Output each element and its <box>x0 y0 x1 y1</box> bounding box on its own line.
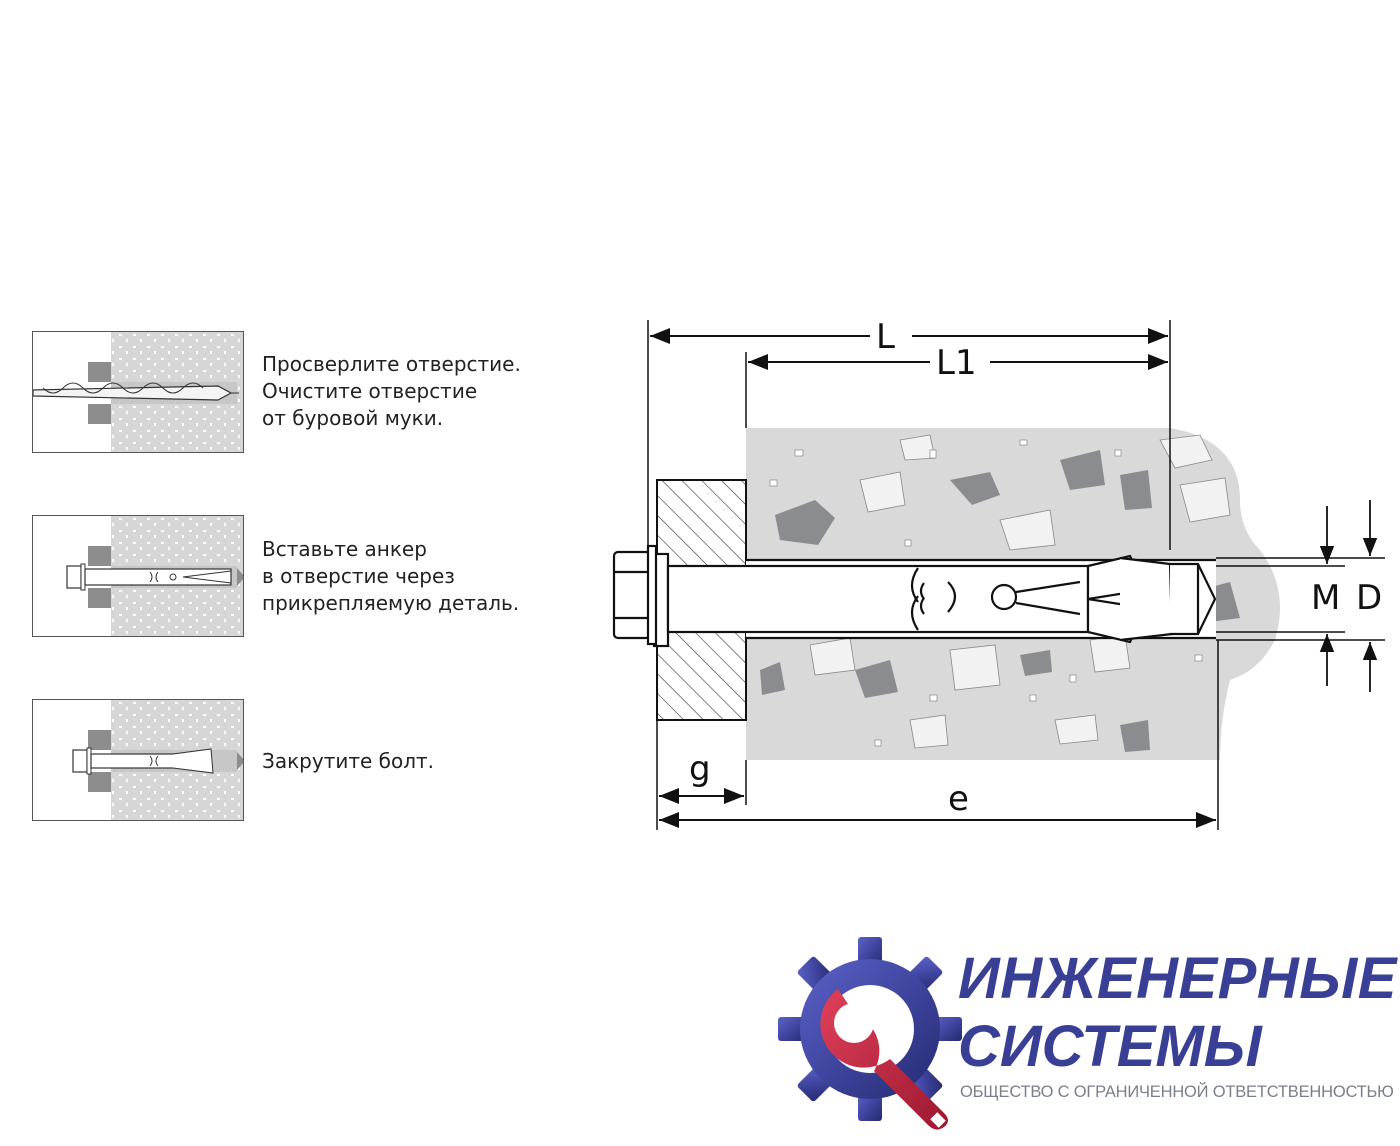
step-1-illustration <box>32 331 244 453</box>
step-2-text: Вставьте анкер в отверстие через прикреп… <box>262 537 520 615</box>
company-logo: ИНЖЕНЕРНЫЕ СИСТЕМЫ ОБЩЕСТВО С ОГРАНИЧЕНН… <box>760 915 1400 1146</box>
dim-label-e: e <box>948 779 969 819</box>
step-2-illustration <box>32 515 244 637</box>
logo-subtitle: ОБЩЕСТВО С ОГРАНИЧЕННОЙ ОТВЕТСТВЕННОСТЬЮ <box>960 1083 1394 1101</box>
step-3-text: Закрутите болт. <box>262 749 435 773</box>
tighten-bolt-illustration <box>72 700 243 820</box>
anchor-sleeve <box>652 552 1217 648</box>
dim-label-L: L <box>876 317 895 357</box>
logo-title-line2: СИСТЕМЫ <box>958 1014 1262 1079</box>
anchor-dimension-diagram: L L1 g e M D <box>612 317 1385 830</box>
sleeve-slots <box>910 567 1081 631</box>
insert-anchor-illustration <box>66 516 243 636</box>
dim-label-M: M <box>1311 578 1340 618</box>
step-1-text: Просверлите отверстие. Очистите отверсти… <box>262 352 521 430</box>
gear-wrench-icon <box>778 937 962 1130</box>
dim-label-D: D <box>1356 578 1382 618</box>
bolt-head <box>612 544 658 646</box>
logo-title-line1: ИНЖЕНЕРНЫЕ <box>958 946 1397 1011</box>
dim-label-L1: L1 <box>936 343 977 383</box>
dim-label-g: g <box>689 749 711 789</box>
step-3-illustration <box>32 699 244 821</box>
drill-illustration <box>33 332 243 452</box>
